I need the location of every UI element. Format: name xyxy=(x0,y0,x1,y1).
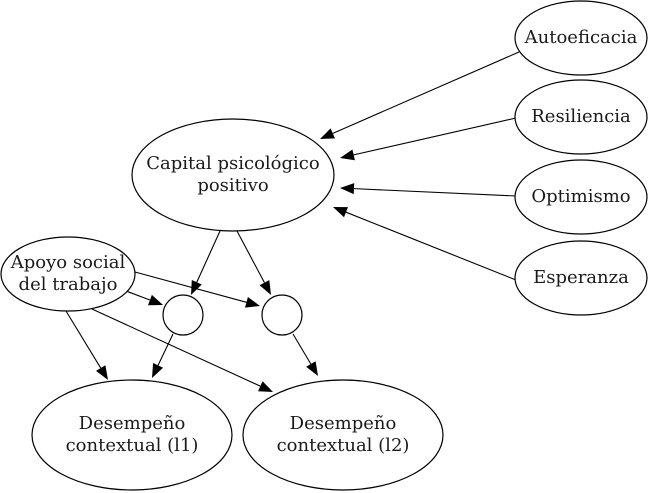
edge-apoyo-to-interaccion1 xyxy=(125,290,163,306)
edge-interaccion1-to-desempeno1 xyxy=(152,333,174,378)
edge-line xyxy=(65,310,102,369)
edge-capital-to-interaccion1 xyxy=(191,230,221,295)
node-ellipse xyxy=(0,236,136,312)
arrowhead-icon xyxy=(306,361,318,376)
node-resiliencia: Resiliencia xyxy=(514,79,648,155)
node-label: Desempeño xyxy=(79,413,186,434)
arrowhead-icon xyxy=(152,363,163,378)
node-label: del trabajo xyxy=(19,274,118,295)
edge-line xyxy=(292,333,312,365)
arrowhead-icon xyxy=(259,280,271,295)
node-label: Resiliencia xyxy=(531,106,631,127)
arrowhead-icon xyxy=(191,280,202,295)
edge-apoyo-to-interaccion2 xyxy=(134,271,260,308)
arrowhead-icon xyxy=(148,294,163,306)
node-ellipse xyxy=(514,79,648,155)
edge-line xyxy=(91,308,261,387)
interaction-node-circle xyxy=(261,294,303,336)
arrowhead-icon xyxy=(245,297,260,308)
arrowhead-icon xyxy=(320,128,335,139)
node-interaccion1 xyxy=(162,294,204,336)
node-label: Capital psicológico xyxy=(146,153,319,174)
edge-line xyxy=(353,117,517,156)
edge-apoyo-to-desempeno1 xyxy=(65,310,108,380)
node-ellipse xyxy=(31,379,233,491)
node-interaccion2 xyxy=(261,294,303,336)
edge-autoeficacia-to-capital xyxy=(320,51,520,139)
node-autoeficacia: Autoeficacia xyxy=(514,0,648,76)
node-label: contextual (l2) xyxy=(277,435,410,456)
node-esperanza: Esperanza xyxy=(514,240,648,316)
edge-line xyxy=(353,188,517,197)
node-label: Esperanza xyxy=(533,267,629,288)
edge-line xyxy=(345,211,517,281)
node-ellipse xyxy=(242,379,444,491)
edge-line xyxy=(125,290,151,301)
arrowhead-icon xyxy=(333,207,348,218)
edge-line xyxy=(196,230,221,283)
node-label: Apoyo social xyxy=(10,252,126,273)
arrowhead-icon xyxy=(340,149,355,161)
node-optimismo: Optimismo xyxy=(514,159,648,235)
edge-esperanza-to-capital xyxy=(333,207,517,281)
edge-line xyxy=(157,333,174,366)
node-ellipse xyxy=(131,118,335,232)
node-label: Optimismo xyxy=(531,186,630,207)
node-label: positivo xyxy=(197,175,268,196)
node-ellipse xyxy=(514,0,648,76)
node-label: contextual (l1) xyxy=(66,435,199,456)
edge-resiliencia-to-capital xyxy=(340,117,517,161)
arrowhead-icon xyxy=(96,365,108,380)
arrowhead-icon xyxy=(340,183,355,195)
edge-line xyxy=(332,51,520,134)
edges-layer xyxy=(65,51,520,392)
edge-apoyo-to-desempeno2 xyxy=(91,308,273,392)
node-label: Desempeño xyxy=(290,413,397,434)
edge-capital-to-interaccion2 xyxy=(236,230,271,295)
node-ellipse xyxy=(514,159,648,235)
interaction-node-circle xyxy=(162,294,204,336)
edge-line xyxy=(236,230,265,283)
edge-interaccion2-to-desempeno2 xyxy=(292,333,318,376)
edge-optimismo-to-capital xyxy=(340,183,517,197)
node-label: Autoeficacia xyxy=(524,27,638,48)
arrowhead-icon xyxy=(258,381,273,392)
edge-line xyxy=(134,271,247,303)
node-ellipse xyxy=(514,240,648,316)
